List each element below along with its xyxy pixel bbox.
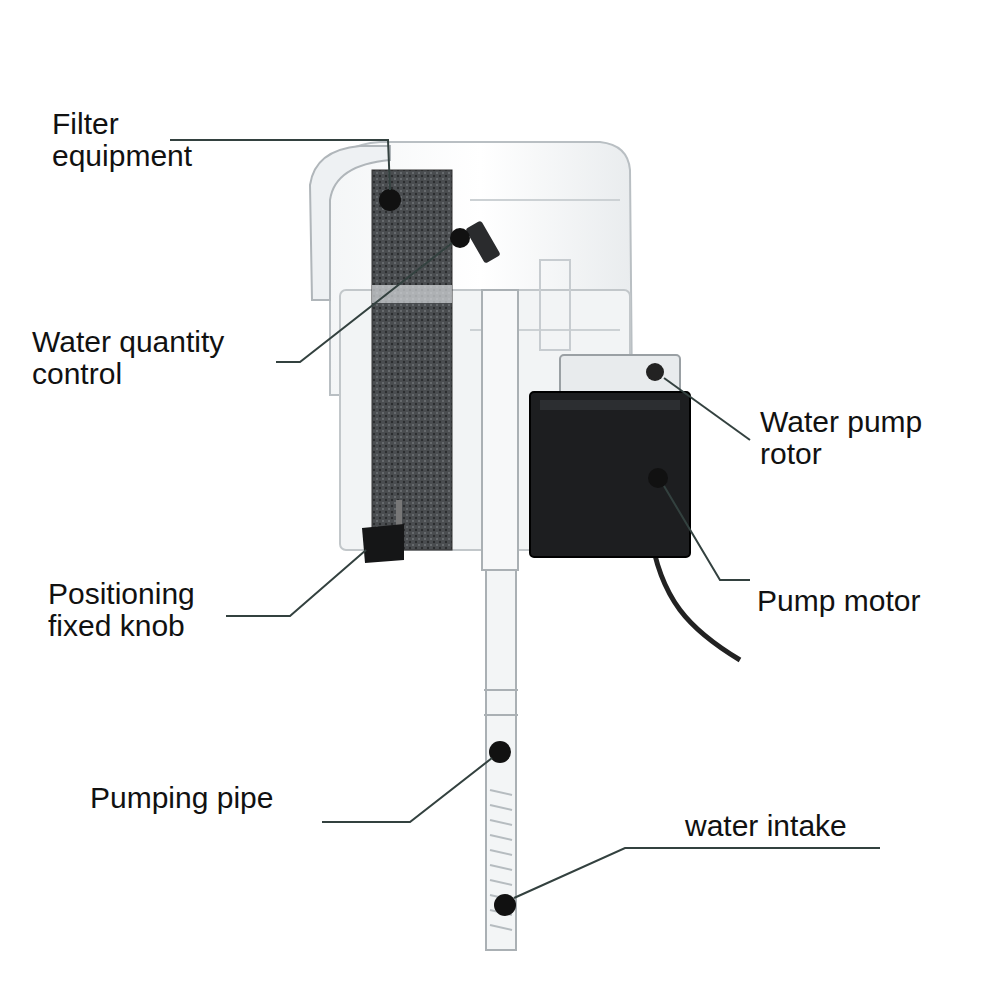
rib [470, 199, 620, 201]
flow-valve [465, 220, 501, 264]
part-label: Pump motor [757, 585, 992, 617]
part-label: Water quantity control [32, 326, 282, 390]
rotor-housing [560, 355, 680, 395]
knob-screw [396, 500, 402, 528]
positioning-knob [362, 524, 404, 563]
pipe-joint [484, 714, 518, 716]
part-label: Positioning fixed knob [48, 578, 248, 642]
pump-pipe-upper [482, 290, 518, 570]
pipe-joint [484, 689, 518, 691]
leader-lines [170, 140, 880, 898]
filter-sponge [372, 170, 452, 550]
rib [540, 260, 570, 350]
motor-edge [540, 400, 680, 410]
part-label: Pumping pipe [90, 782, 350, 814]
part-label: water intake [685, 810, 945, 842]
callout-dots [379, 189, 668, 916]
pump-motor [530, 392, 690, 557]
part-label: Water pump rotor [760, 406, 975, 470]
part-label: Filter equipment [52, 108, 242, 172]
callout-dot [646, 363, 664, 381]
sponge-gap [372, 285, 452, 303]
